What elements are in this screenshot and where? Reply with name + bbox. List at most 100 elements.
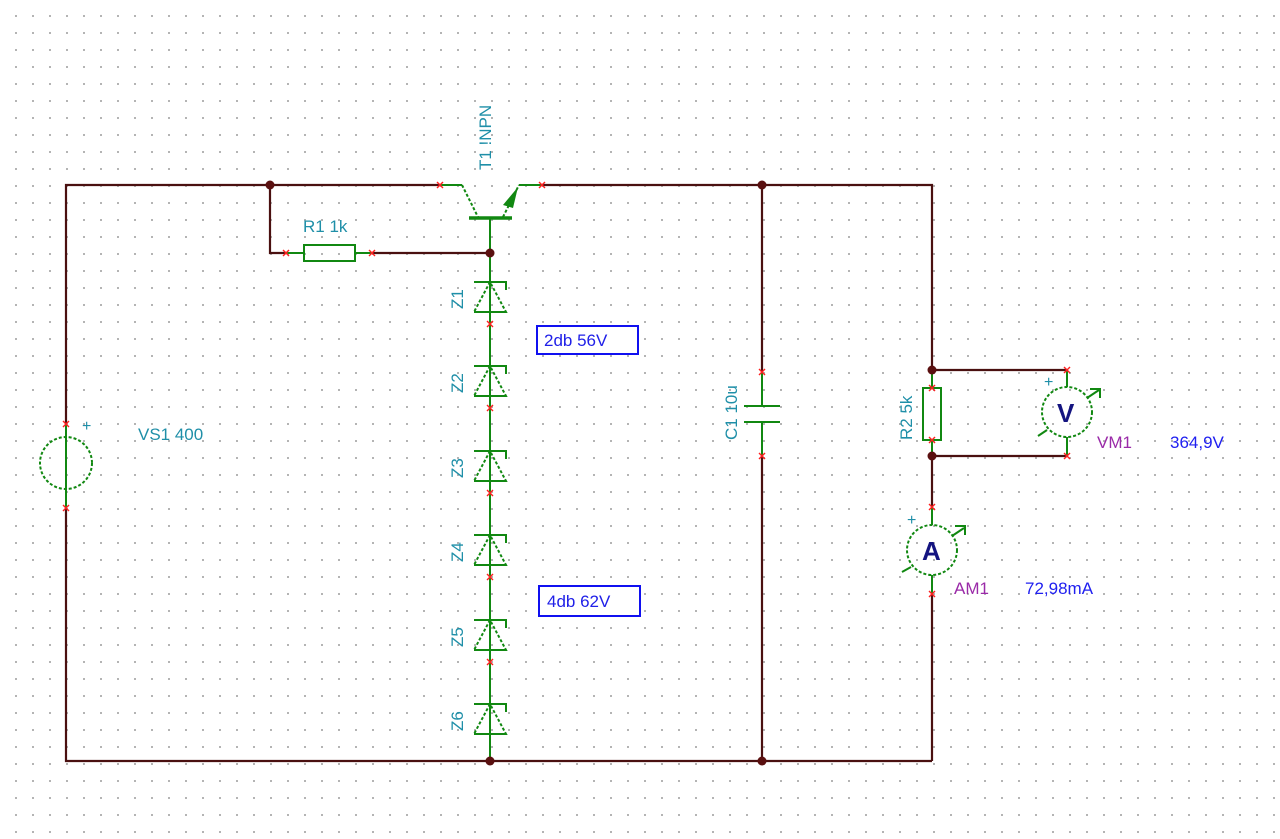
grid-dot <box>1239 287 1241 289</box>
grid-dot <box>1188 151 1190 153</box>
grid-dot <box>457 661 459 663</box>
grid-dot <box>1239 83 1241 85</box>
grid-dot <box>15 797 17 799</box>
grid-dot <box>389 474 391 476</box>
wire-bottom[interactable] <box>64 508 932 763</box>
wire-r1-left[interactable] <box>268 185 286 255</box>
grid-dot <box>49 712 51 714</box>
grid-dot <box>457 406 459 408</box>
grid-dot <box>117 15 119 17</box>
grid-dot <box>1052 814 1054 816</box>
grid-dot <box>899 525 901 527</box>
grid-dot <box>1018 593 1020 595</box>
grid-dot <box>695 202 697 204</box>
grid-dot <box>32 763 34 765</box>
grid-dot <box>746 32 748 34</box>
grid-dot <box>202 831 204 833</box>
capacitor-c1[interactable]: C1 10u <box>722 372 780 456</box>
voltmeter-vm1[interactable]: V + VM1 364,9V <box>1037 370 1225 456</box>
ammeter-am1[interactable]: A + AM1 72,98mA <box>901 507 1094 598</box>
wire-top-right[interactable] <box>542 183 934 370</box>
grid-dot <box>457 576 459 578</box>
grid-dot <box>304 15 306 17</box>
grid-dot <box>967 627 969 629</box>
grid-dot <box>355 695 357 697</box>
grid-dot <box>1239 559 1241 561</box>
grid-dot <box>1120 525 1122 527</box>
grid-dot <box>1171 627 1173 629</box>
grid-dot <box>1256 814 1258 816</box>
grid-dot <box>321 712 323 714</box>
zener-diode-z1[interactable]: Z1 <box>448 279 508 313</box>
grid-dot <box>355 49 357 51</box>
grid-dot <box>83 406 85 408</box>
grid-dot <box>440 440 442 442</box>
grid-dot <box>83 780 85 782</box>
grid-dot <box>1205 49 1207 51</box>
grid-dot <box>525 525 527 527</box>
grid-dot <box>882 780 884 782</box>
grid-dot <box>83 236 85 238</box>
zener-diode-z3[interactable]: Z3 <box>448 448 508 482</box>
transistor-t1[interactable]: T1 !NPN <box>440 105 542 253</box>
grid-dot <box>1171 253 1173 255</box>
grid-dot <box>559 780 561 782</box>
grid-dot <box>661 236 663 238</box>
grid-dot <box>644 66 646 68</box>
grid-dot <box>814 610 816 612</box>
grid-dot <box>1171 576 1173 578</box>
grid-dot <box>1171 542 1173 544</box>
grid-dot <box>950 219 952 221</box>
grid-dot <box>933 474 935 476</box>
grid-dot <box>559 372 561 374</box>
grid-dot <box>695 134 697 136</box>
grid-dot <box>1205 576 1207 578</box>
grid-dot <box>1018 491 1020 493</box>
resistor-r1[interactable]: R1 1k <box>286 217 372 262</box>
zener-diode-z5[interactable]: Z5 <box>448 617 508 651</box>
grid-dot <box>1103 797 1105 799</box>
zener-diode-z4[interactable]: Z4 <box>448 532 508 566</box>
grid-dot <box>644 253 646 255</box>
grid-dot <box>814 678 816 680</box>
grid-dot <box>1273 202 1275 204</box>
grid-dot <box>355 168 357 170</box>
grid-dot <box>1103 32 1105 34</box>
grid-dot <box>627 236 629 238</box>
grid-dot <box>1035 389 1037 391</box>
grid-dot <box>253 66 255 68</box>
grid-dot <box>984 15 986 17</box>
grid-dot <box>627 831 629 833</box>
grid-dots <box>15 15 1275 833</box>
grid-dot <box>1086 202 1088 204</box>
grid-dot <box>168 491 170 493</box>
grid-dot <box>1120 202 1122 204</box>
grid-dot <box>678 372 680 374</box>
grid-dot <box>542 457 544 459</box>
zener-diode-z2[interactable]: Z2 <box>448 363 508 397</box>
annotation-upper[interactable]: 2db 56V <box>536 325 639 355</box>
grid-dot <box>746 763 748 765</box>
grid-dot <box>253 32 255 34</box>
grid-dot <box>83 202 85 204</box>
grid-dot <box>185 355 187 357</box>
grid-dot <box>1001 134 1003 136</box>
grid-dot <box>134 32 136 34</box>
grid-dot <box>1018 321 1020 323</box>
grid-dot <box>763 729 765 731</box>
grid-dot <box>1188 780 1190 782</box>
grid-dot <box>1120 831 1122 833</box>
zener-diode-z6[interactable]: Z6 <box>448 701 508 735</box>
grid-dot <box>797 304 799 306</box>
annotation-lower[interactable]: 4db 62V <box>538 585 641 617</box>
voltage-source-vs1[interactable]: + VS1 400 <box>39 418 203 508</box>
grid-dot <box>1069 525 1071 527</box>
grid-dot <box>712 423 714 425</box>
grid-dot <box>168 593 170 595</box>
wire-top-left[interactable] <box>64 183 440 424</box>
grid-dot <box>950 746 952 748</box>
grid-dot <box>440 304 442 306</box>
grid-dot <box>338 831 340 833</box>
grid-dot <box>100 134 102 136</box>
